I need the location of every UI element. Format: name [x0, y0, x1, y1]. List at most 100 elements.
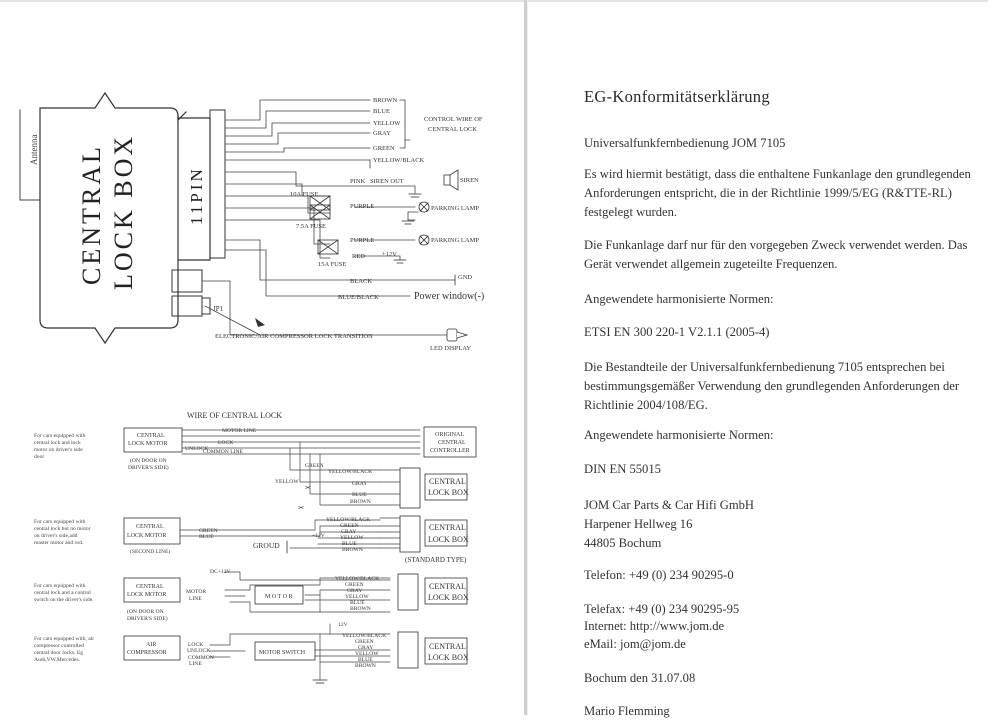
svg-text:✂: ✂ — [305, 484, 311, 492]
svg-text:motor on driver's side: motor on driver's side — [34, 447, 83, 453]
svg-text:YELLOW: YELLOW — [345, 594, 369, 600]
svg-text:GREEN: GREEN — [340, 523, 359, 529]
original-controller-box — [423, 426, 477, 458]
lock-motor-box-2 — [123, 517, 181, 545]
wire-red: RED — [352, 253, 365, 260]
svg-text:MOTOR SWITCH: MOTOR SWITCH — [259, 650, 306, 656]
antenna-label: Antenna — [29, 135, 39, 166]
svg-text:CENTRAL: CENTRAL — [136, 524, 164, 530]
svg-text:For cars equipped with: For cars equipped with — [34, 519, 86, 525]
control-wire-1: CONTROL WIRE OF — [424, 116, 483, 123]
svg-text:LOCK MOTOR: LOCK MOTOR — [127, 592, 166, 598]
wire-purple-1: PURPLE — [350, 203, 374, 210]
svg-text:LOCK BOX: LOCK BOX — [428, 593, 469, 602]
svg-text:BLUE: BLUE — [350, 600, 365, 606]
ground-label: GROUD — [253, 541, 280, 550]
row-1-wires — [181, 429, 421, 506]
parking-lamp-2: PARKING LAMP — [431, 237, 479, 244]
normen-heading-2: Angewendete harmonisierte Normen: — [584, 428, 774, 442]
air-compressor-box — [123, 635, 181, 661]
paragraph-3-line-1: Die Bestandteile der Universalfunkfernbe… — [584, 360, 945, 374]
svg-text:CENTRAL: CENTRAL — [438, 440, 466, 446]
parking-lamp-icon — [418, 201, 430, 246]
svg-text:GRAY: GRAY — [358, 645, 373, 651]
control-wire-2: CENTRAL LOCK — [428, 126, 477, 133]
paragraph-1-line-2: Anforderungen entspricht, die in der Ric… — [584, 186, 952, 200]
led-display-label: LED DISPLAY — [430, 345, 471, 352]
page-fold — [524, 0, 527, 715]
company-street: Harpener Hellweg 16 — [584, 517, 693, 531]
wire-blue: BLUE — [373, 108, 390, 115]
svg-text:For cars equipped with, air: For cars equipped with, air — [34, 636, 94, 642]
svg-text:master motor and rod.: master motor and rod. — [34, 540, 84, 546]
led-display-icon — [446, 328, 469, 342]
svg-text:BLUE: BLUE — [342, 541, 357, 547]
box-label-central: CENTRAL — [77, 144, 106, 285]
wire-yellow: YELLOW — [373, 120, 401, 127]
wire-purple-2: PURPLE — [350, 237, 374, 244]
svg-text:BLUE: BLUE — [352, 492, 367, 498]
svg-text:GRAY: GRAY — [347, 588, 362, 594]
svg-text:DC+12V: DC+12V — [210, 569, 231, 575]
row-3-wires — [224, 571, 391, 613]
svg-text:switch on the driver's side.: switch on the driver's side. — [34, 597, 94, 603]
svg-text:CENTRAL: CENTRAL — [429, 582, 466, 591]
svg-text:YELLOW/BLACK: YELLOW/BLACK — [326, 517, 370, 523]
row-1-description: For cars equipped with central lock and … — [34, 433, 86, 460]
gnd-label: GND — [458, 274, 472, 281]
svg-text:on driver's side,add: on driver's side,add — [34, 533, 78, 539]
company-city: 44805 Bochum — [584, 536, 662, 550]
din-standard: DIN EN 55015 — [584, 462, 661, 476]
product-line: Universalfunkfernbedienung JOM 7105 — [584, 136, 786, 150]
scissors-icon: ✂ — [298, 504, 304, 512]
wire-of-central-lock-title: WIRE OF CENTRAL LOCK — [187, 411, 282, 420]
pin-label: 11PIN — [187, 166, 206, 225]
telefax: Telefax: +49 (0) 234 90295-95 — [584, 602, 740, 616]
svg-text:BLUE: BLUE — [358, 657, 373, 663]
wiring-diagram: Antenna CENTRAL LOCK BOX 11PIN JP1 — [19, 91, 484, 684]
svg-text:LOCK MOTOR: LOCK MOTOR — [127, 533, 166, 539]
row-3-description: For cars equipped with central lock and … — [34, 583, 94, 603]
svg-text:COMMON LINE: COMMON LINE — [203, 449, 244, 455]
paragraph-1-line-3: festgelegt wurden. — [584, 205, 678, 219]
svg-text:CENTRAL: CENTRAL — [137, 433, 165, 439]
paragraph-2-line-2: Gerät verwendet allgemein zugeteilte Fre… — [584, 257, 838, 271]
svg-text:GREEN: GREEN — [305, 463, 324, 469]
scan-edge — [0, 0, 988, 2]
svg-text:door: door — [34, 454, 44, 460]
svg-text:central lock and lock: central lock and lock — [34, 440, 81, 446]
central-lock-box-1 — [424, 473, 468, 501]
svg-text:GRAY: GRAY — [352, 481, 367, 487]
row-2-description: For cars equipped with central lock but … — [34, 519, 91, 546]
jp1-connector — [171, 295, 203, 317]
jp1-label: JP1 — [213, 305, 224, 313]
svg-text:YELLOW: YELLOW — [340, 535, 364, 541]
plus12v-label: +12V — [382, 251, 397, 258]
svg-text:For cars equipped with: For cars equipped with — [34, 583, 86, 589]
power-window-label: Power window(-) — [414, 291, 484, 302]
svg-text:COMMON: COMMON — [188, 655, 214, 661]
siren-icon — [443, 169, 459, 191]
row-2-wires — [179, 517, 401, 549]
svg-text:LOCK: LOCK — [188, 642, 203, 648]
svg-text:(ON DOOR ON: (ON DOOR ON — [127, 608, 164, 615]
etsi-standard: ETSI EN 300 220-1 V2.1.1 (2005-4) — [584, 325, 770, 339]
svg-text:GREEN: GREEN — [355, 639, 374, 645]
svg-text:LINE: LINE — [189, 596, 202, 602]
signer-name: Mario Flemming — [584, 704, 670, 718]
fuse-10a-label: 10A FUSE — [290, 191, 318, 198]
svg-text:GREEN: GREEN — [345, 582, 364, 588]
svg-text:YELLOW/BLACK: YELLOW/BLACK — [335, 576, 379, 582]
svg-text:MOTOR LINE: MOTOR LINE — [222, 428, 257, 434]
svg-text:YELLOW/BLACK: YELLOW/BLACK — [342, 633, 386, 639]
wire-yellow-black: YELLOW/BLACK — [373, 157, 425, 164]
lock-motor-box-1 — [123, 427, 183, 453]
svg-text:LOCK BOX: LOCK BOX — [428, 535, 469, 544]
svg-text:Audi,VW,Mercedes.: Audi,VW,Mercedes. — [34, 657, 81, 663]
fuse-15a-label: 15A FUSE — [318, 261, 346, 268]
wire-blue-black: BLUE/BLACK — [338, 294, 379, 301]
svg-text:DRIVER'S SIDE): DRIVER'S SIDE) — [128, 464, 169, 471]
svg-text:CONTROLLER: CONTROLLER — [430, 448, 470, 454]
fuse-75a-label: 7.5A FUSE — [296, 223, 326, 230]
svg-text:12V: 12V — [338, 622, 348, 628]
